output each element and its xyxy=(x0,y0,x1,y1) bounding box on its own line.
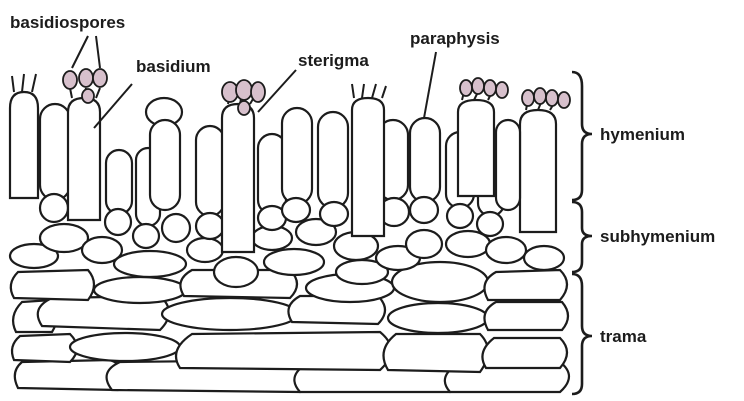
basidiospore xyxy=(238,101,250,115)
subhymenium-cell xyxy=(406,230,442,258)
hymenium-label: hymenium xyxy=(600,125,685,144)
basidiospore xyxy=(534,88,546,104)
paraphysis-leader xyxy=(424,52,436,118)
trama-cell xyxy=(176,332,391,370)
basidium-cell xyxy=(10,92,38,198)
sterigma xyxy=(352,84,386,98)
trama-cell xyxy=(11,270,94,300)
basidiospores-leader xyxy=(72,36,88,68)
trama-cell xyxy=(484,270,567,300)
basidiospore xyxy=(472,78,484,94)
paraphysis-base-cell xyxy=(477,212,503,236)
basidiospores-leader xyxy=(96,36,100,68)
basidiospore xyxy=(236,80,252,100)
paraphysis-base-cell xyxy=(320,202,348,226)
paraphysis-cell xyxy=(40,104,70,200)
trama-brace xyxy=(572,274,592,394)
basidium-cell xyxy=(68,98,100,220)
paraphysis-cell xyxy=(196,126,224,216)
trama-cell xyxy=(482,338,567,368)
subhymenium-brace xyxy=(572,202,592,272)
basidiospore xyxy=(496,82,508,98)
paraphysis-cell xyxy=(150,120,180,210)
trama-cell xyxy=(12,334,77,362)
trama-cell xyxy=(388,303,488,333)
basidiospore xyxy=(558,92,570,108)
paraphysis-base-cell xyxy=(410,197,438,223)
basidium-cell xyxy=(520,110,556,232)
basidium-cell xyxy=(458,100,494,196)
layer-braces xyxy=(572,72,592,394)
basidiospore xyxy=(251,82,265,102)
paraphysis-base-cell xyxy=(133,224,159,248)
paraphysis-base-cell xyxy=(162,214,190,242)
basidium-label: basidium xyxy=(136,57,211,76)
paraphysis-label: paraphysis xyxy=(410,29,500,48)
subhymenium-cell xyxy=(486,237,526,263)
paraphysis-cell xyxy=(282,108,312,204)
subhymenium-cell xyxy=(264,249,324,275)
subhymenium-cell xyxy=(187,238,223,262)
trama-label: trama xyxy=(600,327,647,346)
basidium-cell xyxy=(352,98,384,236)
paraphysis-base-cell xyxy=(40,194,68,222)
paraphysis-cell xyxy=(318,112,348,208)
sterigma xyxy=(12,74,36,92)
paraphysis-cell xyxy=(106,150,132,214)
trama-cell xyxy=(384,334,489,372)
basidiospore xyxy=(82,89,94,103)
paraphysis-base-cell xyxy=(447,204,473,228)
paraphysis-cell xyxy=(410,118,440,202)
basidiospores-label: basidiospores xyxy=(10,13,125,32)
trama-cell xyxy=(70,333,180,361)
basidiospore xyxy=(484,80,496,96)
trama-layer xyxy=(11,262,569,392)
subhymenium-label: subhymenium xyxy=(600,227,715,246)
paraphysis-base-cell xyxy=(105,209,131,235)
basidiospore xyxy=(460,80,472,96)
hymenium-brace xyxy=(572,72,592,200)
subhymenium-cell xyxy=(524,246,564,270)
basidiospore xyxy=(79,69,93,87)
basidiospore xyxy=(546,90,558,106)
sterigma-label: sterigma xyxy=(298,51,369,70)
basidiospore xyxy=(63,71,77,89)
subhymenium-cell xyxy=(214,257,258,287)
basidium-cell xyxy=(222,104,254,252)
trama-cell xyxy=(94,277,186,303)
paraphysis-base-cell xyxy=(196,213,224,239)
trama-cell xyxy=(484,302,568,330)
basidiospore xyxy=(93,69,107,87)
paraphysis-base-cell xyxy=(282,198,310,222)
basidiospore xyxy=(522,90,534,106)
subhymenium-cell xyxy=(40,224,88,252)
subhymenium-cell xyxy=(114,251,186,277)
trama-cell xyxy=(162,298,298,330)
basidium-cell xyxy=(496,120,520,210)
